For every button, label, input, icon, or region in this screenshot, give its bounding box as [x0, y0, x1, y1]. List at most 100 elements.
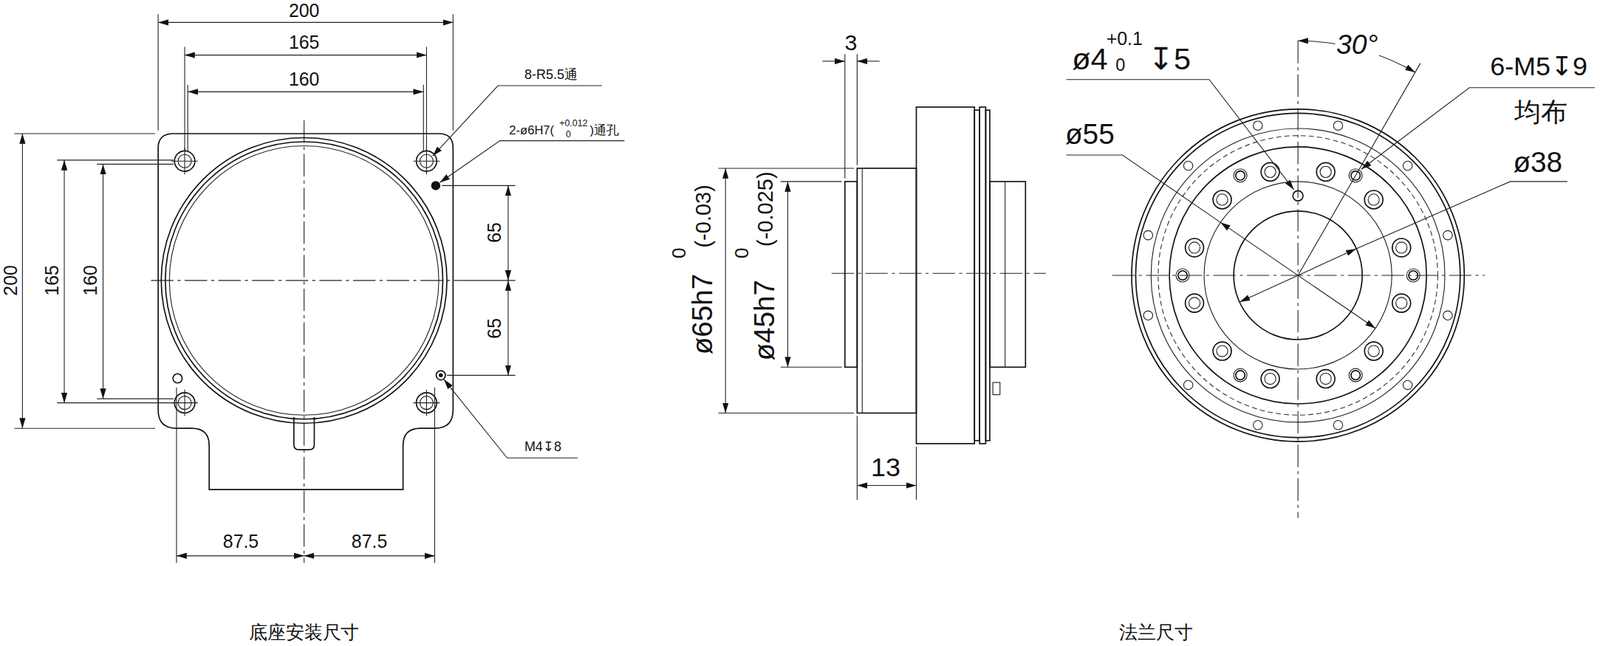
- tolerance-text: (-0.025): [754, 170, 777, 248]
- extension-line: [96, 398, 174, 400]
- flange-hole: [1212, 190, 1232, 210]
- leader-line: [443, 379, 578, 458]
- flange-hole: [1364, 342, 1383, 361]
- dimension-line: [22, 22, 509, 556]
- extension-line: [56, 159, 173, 161]
- tolerance-text: 0: [668, 246, 688, 260]
- flange-hole: [1368, 345, 1380, 357]
- flange-hole: [1212, 342, 1232, 361]
- dimension-text: ø4: [1071, 43, 1109, 74]
- flange-hole: [1235, 171, 1245, 181]
- tolerance-text: 0: [732, 246, 752, 260]
- flange-hole: [1183, 161, 1193, 170]
- extension-line: [460, 279, 515, 281]
- flange-hole: [1320, 166, 1332, 178]
- center-line: [831, 273, 1046, 275]
- dimension-line: [176, 555, 305, 557]
- hole-note: 6-M5↧9: [1489, 53, 1589, 80]
- leader-line: [1356, 181, 1568, 249]
- tolerance-text: (-0.03): [692, 183, 714, 249]
- tolerance-text: 0: [1114, 56, 1127, 74]
- extension-line: [718, 412, 854, 414]
- extension-line: [14, 14, 515, 563]
- dimension-line: [507, 185, 509, 280]
- angle-text: 30°: [1335, 31, 1380, 59]
- dimension-line: [304, 555, 436, 557]
- flange-hole: [1253, 121, 1263, 131]
- dimension-text: 3: [843, 31, 859, 54]
- flange-hole: [1233, 169, 1247, 183]
- extension-line: [423, 84, 425, 152]
- extension-line: [56, 402, 173, 404]
- flange-hole: [1185, 238, 1205, 258]
- center-line: [1297, 63, 1421, 276]
- mounting-hole: [412, 390, 440, 417]
- dimension-text: 160: [288, 70, 321, 89]
- flange-side-outline: [992, 382, 1001, 396]
- mounting-hole: [412, 147, 440, 175]
- center-line: [831, 273, 1046, 275]
- dimension-line: [158, 22, 453, 23]
- hole-note: 2-ø6H7(: [508, 124, 556, 138]
- flange-hole: [1188, 297, 1200, 309]
- flange-side-outline: [989, 181, 1026, 368]
- flange-hole: [1264, 166, 1276, 178]
- center-line: [150, 120, 461, 564]
- extension-line: [14, 132, 156, 134]
- dimension-line: [507, 280, 509, 376]
- flange-side-outline: [862, 168, 863, 414]
- view-caption: 法兰尺寸: [1118, 623, 1194, 642]
- dimension-line: [1220, 40, 1416, 329]
- flange-hole: [1264, 373, 1276, 385]
- leader-line: [1066, 79, 1596, 249]
- dimension-text: 13: [870, 454, 902, 481]
- base-outline: [158, 133, 453, 490]
- flange-hole: [1260, 162, 1280, 181]
- center-line: [150, 279, 461, 281]
- center-line: [303, 120, 305, 564]
- dimension-line: [22, 133, 23, 429]
- dimension-line: [187, 91, 424, 93]
- flange-hole: [1216, 194, 1228, 206]
- flange-hole: [1392, 238, 1411, 258]
- dimension-line: [856, 60, 880, 62]
- flange-hole: [1348, 368, 1363, 382]
- center-line: [1297, 40, 1299, 518]
- flange-hole: [1316, 162, 1335, 181]
- hole-note: )通孔: [588, 124, 620, 138]
- extension-line: [96, 163, 174, 165]
- flange-hole: [1143, 230, 1153, 240]
- leader-line: [432, 85, 625, 458]
- flange-side-outline: [845, 181, 858, 368]
- flange-side-outline: [1004, 181, 1006, 368]
- extension-line: [14, 428, 156, 430]
- leader-line: [432, 85, 603, 156]
- flange-hole: [1320, 373, 1332, 385]
- dimension-text: 165: [42, 264, 62, 297]
- tolerance-text: 0: [565, 130, 573, 139]
- flange-hole: [1364, 190, 1383, 210]
- flange-hole: [1316, 370, 1335, 389]
- flange-hole: [1216, 345, 1228, 357]
- dimension-text: 87.5: [350, 532, 388, 552]
- leader-line: [439, 141, 625, 184]
- mounting-hole: [171, 147, 198, 175]
- flange-hole: [1260, 370, 1280, 389]
- dowel-pin-hole: [172, 180, 446, 384]
- flange-hole: [1260, 162, 1280, 181]
- view-caption: 底座安装尺寸: [248, 623, 361, 642]
- extension-line: [426, 47, 427, 152]
- hole-note: M4↧8: [523, 440, 563, 454]
- mounting-hole: [171, 390, 198, 417]
- dimension-line: [725, 168, 727, 414]
- dimension-text: 165: [288, 33, 321, 53]
- mounting-hole: [426, 390, 427, 417]
- flange-hole: [1316, 370, 1335, 389]
- dowel-pin-hole: [431, 180, 441, 190]
- flange-hole: [1351, 370, 1360, 380]
- dimension-line: [63, 160, 65, 404]
- flange-hole: [1368, 194, 1380, 206]
